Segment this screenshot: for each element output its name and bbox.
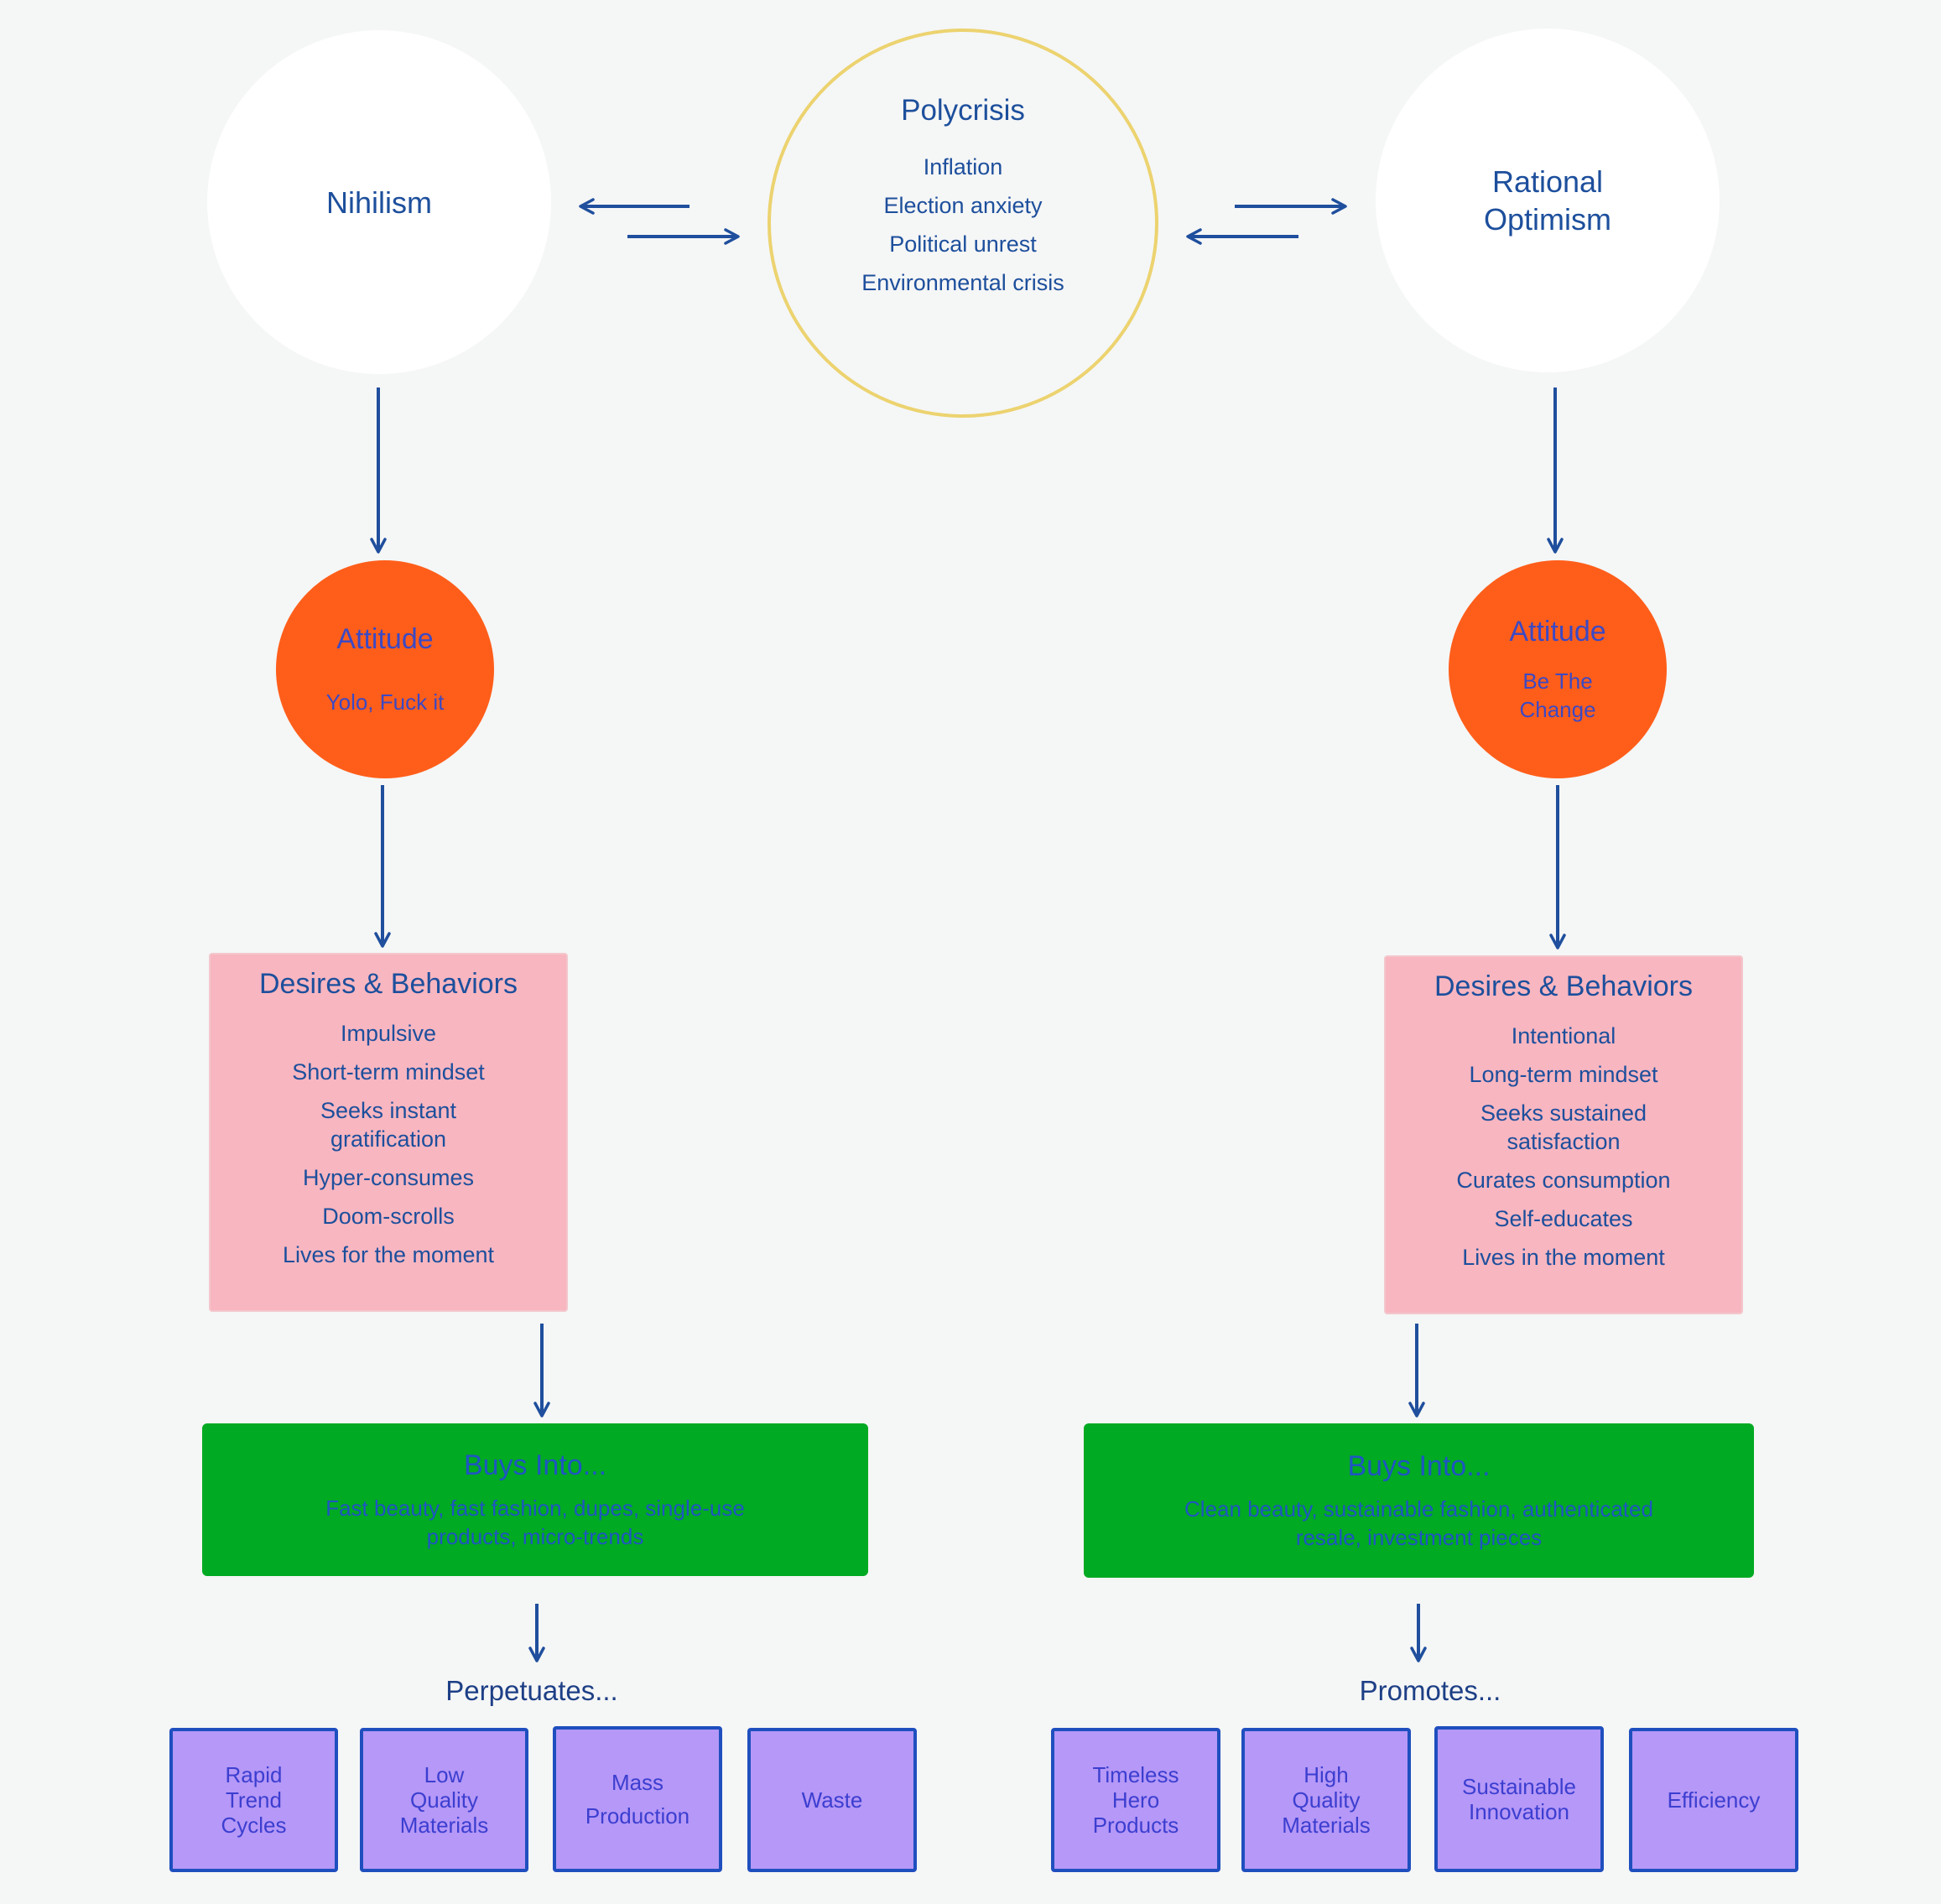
rational-optimism-label-line2: Optimism [1484, 202, 1611, 237]
buys-into-title: Buys Into... [1347, 1449, 1491, 1482]
desires-item: Intentional [1511, 1023, 1616, 1048]
buys-into-box-right: Buys Into... Clean beauty, sustainable f… [1084, 1423, 1754, 1578]
nihilism-label: Nihilism [326, 185, 432, 220]
attitude-title: Attitude [1509, 615, 1606, 648]
buys-into-box-left: Buys Into... Fast beauty, fast fashion, … [202, 1423, 868, 1576]
outcome-tile: Efficiency [1629, 1728, 1798, 1872]
attitude-title: Attitude [336, 622, 434, 655]
desires-list: Intentional Long-term mindset Seeks sust… [1386, 1022, 1741, 1272]
desires-title: Desires & Behaviors [258, 968, 518, 1000]
desires-item: Long-term mindset [1469, 1062, 1658, 1087]
polycrisis-title: Polycrisis [901, 94, 1025, 127]
buys-into-text-line1: Fast beauty, fast fashion, dupes, single… [325, 1495, 745, 1521]
polycrisis-item: Inflation [923, 154, 1003, 179]
desires-item: Self-educates [1494, 1206, 1633, 1231]
desires-box-left: Desires & Behaviors Impulsive Short-term… [209, 953, 568, 1312]
attitude-circle-right: Attitude Be The Change [1449, 560, 1667, 778]
buys-into-text-line1: Clean beauty, sustainable fashion, authe… [1184, 1496, 1653, 1522]
desires-item: Short-term mindset [292, 1059, 485, 1085]
attitude-circle-left: Attitude Yolo, Fuck it [276, 560, 494, 778]
desires-box-right: Desires & Behaviors Intentional Long-ter… [1384, 955, 1743, 1314]
buys-into-title: Buys Into... [463, 1449, 607, 1481]
buys-into-text-line2: resale, investment pieces [1295, 1524, 1543, 1550]
polycrisis-item: Environmental crisis [861, 270, 1064, 295]
buys-into-text-line2: products, micro-trends [426, 1523, 644, 1549]
desires-list: Impulsive Short-term mindset Seeks insta… [211, 1019, 566, 1269]
desires-title: Desires & Behaviors [1434, 970, 1693, 1002]
attitude-text-line1: Be The [1522, 668, 1593, 694]
desires-item: Lives for the moment [282, 1242, 495, 1267]
desires-item: Doom-scrolls [322, 1204, 455, 1229]
attitude-text-line2: Change [1519, 696, 1596, 722]
polycrisis-item: Political unrest [889, 231, 1037, 257]
attitude-text: Yolo, Fuck it [325, 689, 445, 715]
perpetuates-heading: Perpetuates... [445, 1675, 618, 1706]
rational-optimism-label-line1: Rational [1491, 164, 1604, 199]
desires-item: Impulsive [340, 1021, 437, 1046]
outcome-tile: Waste [747, 1728, 917, 1872]
desires-item: Curates consumption [1456, 1168, 1671, 1193]
nihilism-circle: Nihilism [207, 30, 551, 374]
polycrisis-circle: Polycrisis Inflation Election anxiety Po… [768, 29, 1158, 418]
desires-item: Lives in the moment [1462, 1245, 1665, 1270]
desires-item: Hyper-consumes [302, 1165, 475, 1190]
rational-optimism-circle: Rational Optimism [1376, 29, 1720, 372]
polycrisis-item: Election anxiety [883, 193, 1043, 218]
promotes-heading: Promotes... [1359, 1675, 1501, 1706]
